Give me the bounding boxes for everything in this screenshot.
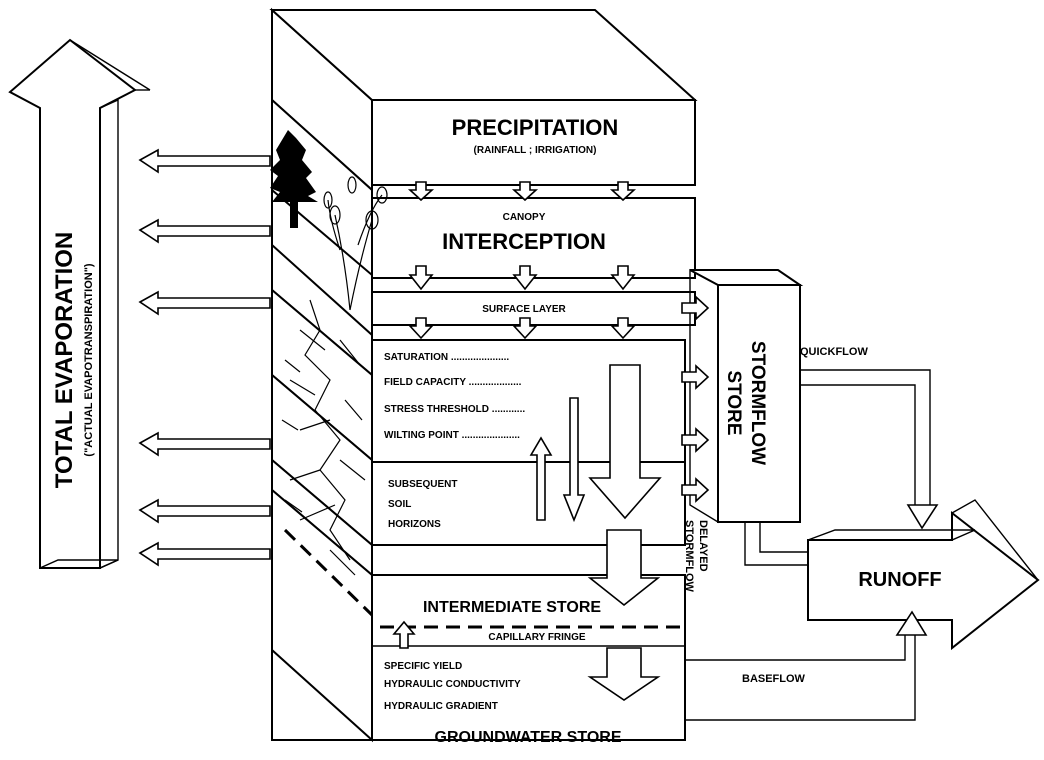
percolation-arrow-lower bbox=[587, 529, 661, 607]
percolation-big-arrow bbox=[588, 364, 662, 520]
runoff-arrow bbox=[807, 499, 1040, 651]
stack-side-panels bbox=[271, 7, 373, 743]
delayed-label: DELAYED bbox=[697, 520, 709, 572]
runoff-label: RUNOFF bbox=[858, 569, 941, 591]
evap-arrow-6 bbox=[138, 541, 271, 567]
delayed-stormflow-label: STORMFLOW bbox=[683, 520, 695, 593]
evap-arrow-1 bbox=[138, 148, 271, 174]
tree-icon bbox=[270, 130, 318, 228]
intermediate-store-box bbox=[371, 574, 686, 741]
precipitation-box bbox=[371, 99, 696, 186]
specific-yield-label: SPECIFIC YIELD bbox=[384, 661, 462, 672]
plant-roots bbox=[281, 176, 388, 576]
quickflow-arrowhead bbox=[906, 504, 939, 530]
water-table-dashed-line bbox=[283, 528, 374, 617]
capillary-rise-arrow bbox=[529, 436, 553, 521]
surface-layer-label: SURFACE LAYER bbox=[482, 304, 566, 315]
stormflow-store-box bbox=[689, 268, 804, 524]
interception-label: INTERCEPTION bbox=[442, 229, 606, 254]
surface-layer-box bbox=[371, 291, 696, 326]
intermediate-store-label: INTERMEDIATE STORE bbox=[423, 599, 601, 616]
evapotranspiration-label: ("ACTUAL EVAPOTRANSPIRATION") bbox=[83, 263, 95, 456]
subsequent-label: SUBSEQUENT bbox=[388, 479, 457, 490]
groundwater-store-label: GROUNDWATER STORE bbox=[435, 729, 622, 746]
lateral-flow-arrows bbox=[681, 295, 710, 503]
evaporation-flow-arrows bbox=[138, 148, 271, 567]
saturation-label: SATURATION ..................... bbox=[384, 352, 509, 363]
stormflow-label: STORMFLOW bbox=[747, 341, 768, 465]
quickflow-path bbox=[800, 369, 931, 505]
precipitation-label: PRECIPITATION bbox=[452, 115, 619, 140]
canopy-label: CANOPY bbox=[503, 212, 546, 223]
baseflow-label: BASEFLOW bbox=[742, 673, 806, 685]
precipitation-sublabel: (RAINFALL ; IRRIGATION) bbox=[474, 145, 597, 156]
evap-arrow-3 bbox=[138, 290, 271, 316]
groundwater-recharge-arrow bbox=[587, 647, 661, 701]
evap-arrow-5 bbox=[138, 498, 271, 524]
delayed-stormflow-path bbox=[744, 522, 808, 566]
soil-label: SOIL bbox=[388, 499, 411, 510]
quickflow-label: QUICKFLOW bbox=[800, 346, 868, 358]
evap-arrow-4 bbox=[138, 431, 271, 457]
drainage-arrow bbox=[562, 397, 586, 523]
wilting-point-label: WILTING POINT ..................... bbox=[384, 430, 520, 441]
baseflow-path bbox=[685, 635, 916, 721]
total-evaporation-arrow bbox=[8, 38, 151, 570]
store-label: STORE bbox=[723, 370, 744, 435]
interception-box bbox=[371, 197, 696, 279]
hydraulic-gradient-label: HYDRAULIC GRADIENT bbox=[384, 701, 498, 712]
capillary-fringe-label: CAPILLARY FRINGE bbox=[488, 632, 586, 643]
field-capacity-label: FIELD CAPACITY ................... bbox=[384, 377, 522, 388]
hydraulic-conductivity-label: HYDRAULIC CONDUCTIVITY bbox=[384, 679, 521, 690]
capillary-fringe-up-arrow bbox=[392, 620, 416, 649]
downward-flow-arrows bbox=[407, 181, 637, 340]
stress-threshold-label: STRESS THRESHOLD ............ bbox=[384, 404, 525, 415]
total-evaporation-label: TOTAL EVAPORATION bbox=[51, 232, 78, 488]
horizons-label: HORIZONS bbox=[388, 519, 441, 530]
evap-arrow-2 bbox=[138, 218, 271, 244]
baseflow-arrowhead bbox=[895, 610, 928, 636]
